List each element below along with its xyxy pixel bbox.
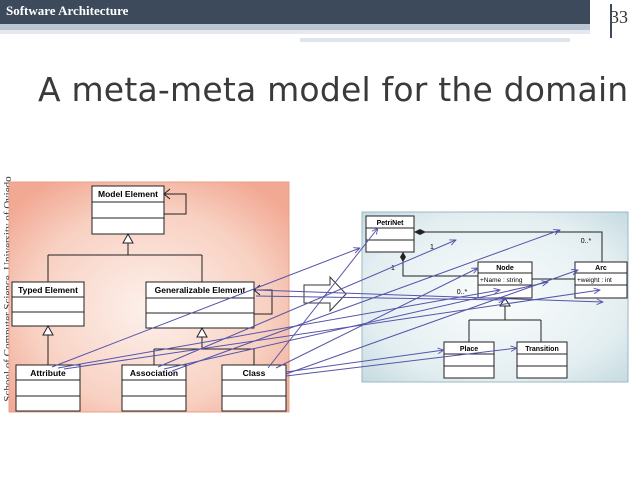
mapping-arrow-attribute-arc <box>63 290 600 370</box>
mapping-arrows <box>51 228 603 377</box>
instance-of-arrow <box>303 275 347 313</box>
attribute-box: Attribute <box>15 364 81 412</box>
place-box: Place <box>443 341 495 379</box>
petrinet-arc-multiplicity: 1 <box>430 244 434 251</box>
page-number: 33 <box>610 7 628 27</box>
node-multiplicity: 0..* <box>457 289 468 296</box>
typed-element-box: Typed Element <box>11 281 85 327</box>
mapping-arrow-association-petrinet-node <box>157 240 456 368</box>
generalizable-element-box: Generalizable Element <box>145 281 255 329</box>
title-underline-strip <box>300 38 570 42</box>
generalizable-element-label: Generalizable Element <box>155 285 246 295</box>
mapping-arrow-class-arc <box>285 270 578 375</box>
node-attribute: +Name : string <box>480 277 523 284</box>
banner-strip-light <box>0 30 612 34</box>
arc-multiplicity: 0..* <box>581 238 592 245</box>
association-box: Association <box>121 364 187 412</box>
course-title: Software Architecture <box>6 3 129 18</box>
mapping-arrow-generalizable-node <box>255 295 505 300</box>
top-banner: Software Architecture <box>0 0 638 24</box>
petrinet-label: PetriNet <box>377 220 405 227</box>
attribute-label: Attribute <box>30 368 66 378</box>
place-label: Place <box>460 346 478 353</box>
mapping-arrow-generalizable-arc <box>255 289 603 302</box>
mapping-arrow-class-node <box>275 268 478 369</box>
mapping-arrow-attribute-petrinet <box>51 248 360 368</box>
typed-element-label: Typed Element <box>18 285 78 295</box>
petrinet-node-multiplicity: 1 <box>391 265 395 272</box>
banner-strip <box>0 24 612 30</box>
class-box: Class <box>221 364 287 412</box>
page-number-box: 33 <box>590 0 638 40</box>
model-element-label: Model Element <box>98 189 158 199</box>
association-label: Association <box>130 368 178 378</box>
arc-label: Arc <box>595 265 607 272</box>
slide-title: A meta-meta model for the domain <box>38 70 629 109</box>
model-element-box: Model Element <box>91 185 165 235</box>
mapping-arrow-class-place <box>285 350 444 373</box>
transition-label: Transition <box>525 346 558 353</box>
mapping-arrow-class-transition <box>285 348 517 377</box>
node-label: Node <box>496 265 514 272</box>
petrinet-box: PetriNet <box>365 215 415 253</box>
arc-attribute: +weight : int <box>577 277 612 284</box>
mapping-arrow-association-node-arc <box>163 282 548 370</box>
mapping-arrow-attribute-node <box>57 290 500 369</box>
mapping-arrow-association-petrinet-arc <box>171 230 560 372</box>
mapping-arrow-class-petrinet <box>267 228 378 369</box>
page-number-divider <box>610 4 612 38</box>
transition-box: Transition <box>516 341 568 379</box>
class-label: Class <box>243 368 266 378</box>
